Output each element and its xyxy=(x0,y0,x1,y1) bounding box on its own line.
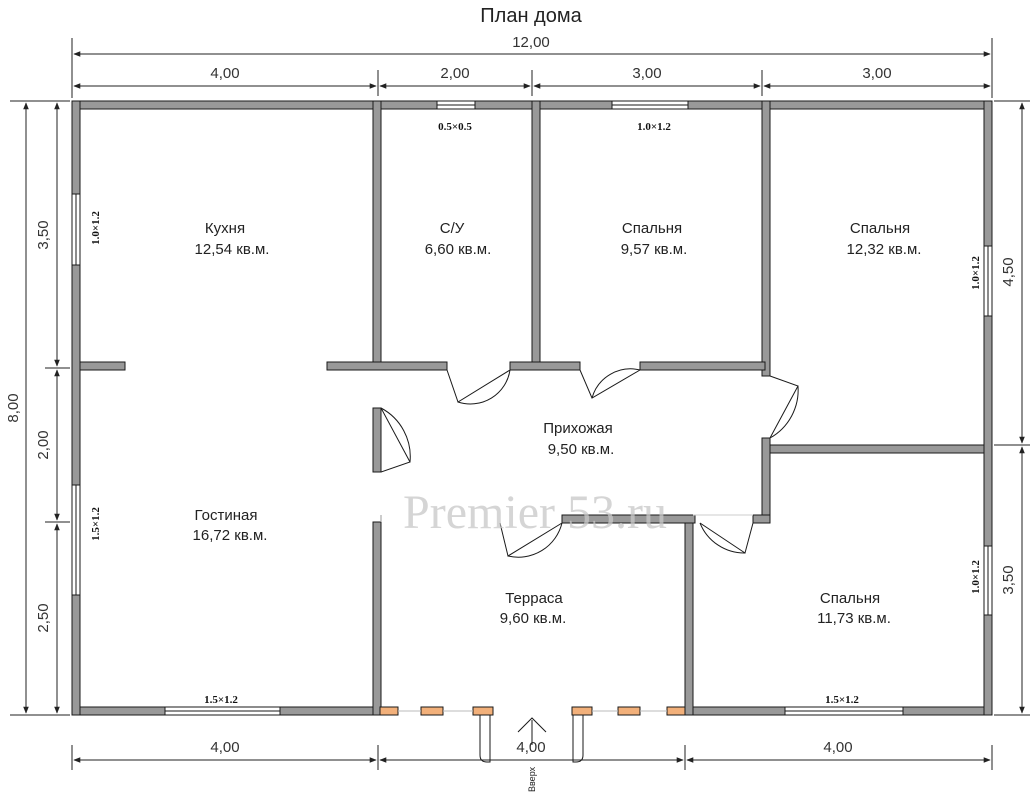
room-area-wc: 6,60 кв.м. xyxy=(425,241,492,258)
window-label-left-living: 1.5×1.2 xyxy=(90,507,102,541)
window-label-right-bedroom-3: 1.0×1.2 xyxy=(970,560,982,594)
dim-left-total: 8,00 xyxy=(5,393,22,422)
walls xyxy=(71,100,993,716)
dim-left-3: 2,50 xyxy=(35,603,52,632)
dim-top-3: 3,00 xyxy=(632,65,661,82)
watermark: Premier 53.ru xyxy=(403,486,667,539)
windows xyxy=(71,100,993,716)
room-name-bedroom-3: Спальня xyxy=(820,590,880,607)
room-name-wc: С/У xyxy=(440,220,465,237)
left-dimensions xyxy=(10,100,70,716)
window-label-bottom-bedroom-3: 1.5×1.2 xyxy=(825,694,859,706)
room-area-bedroom-1: 9,57 кв.м. xyxy=(621,241,688,258)
dim-right-2: 3,50 xyxy=(1000,565,1017,594)
dim-bottom-2: 4,00 xyxy=(516,739,545,756)
room-area-bedroom-2: 12,32 кв.м. xyxy=(847,241,922,258)
bottom-dimensions xyxy=(71,745,993,770)
entrance-stairs xyxy=(479,715,584,763)
room-area-bedroom-3: 11,73 кв.м. xyxy=(817,610,891,627)
room-name-kitchen: Кухня xyxy=(205,220,245,237)
dim-bottom-1: 4,00 xyxy=(210,739,239,756)
room-area-kitchen: 12,54 кв.м. xyxy=(195,241,270,258)
window-label-top-wc: 0.5×0.5 xyxy=(438,121,472,133)
room-name-living: Гостиная xyxy=(195,507,258,524)
dim-right-1: 4,50 xyxy=(1000,257,1017,286)
top-dimensions xyxy=(71,38,993,98)
window-label-right-bedroom-2: 1.0×1.2 xyxy=(970,256,982,290)
dim-left-1: 3,50 xyxy=(35,220,52,249)
room-area-living: 16,72 кв.м. xyxy=(193,527,268,544)
window-label-top-bedroom: 1.0×1.2 xyxy=(637,121,671,133)
dim-bottom-3: 4,00 xyxy=(823,739,852,756)
window-labels: 0.5×0.5 1.0×1.2 1.0×1.2 1.5×1.2 1.5×1.2 … xyxy=(90,121,982,706)
dim-left-2: 2,00 xyxy=(35,430,52,459)
window-label-bottom-living: 1.5×1.2 xyxy=(204,694,238,706)
room-area-terrace: 9,60 кв.м. xyxy=(500,610,567,627)
room-name-bedroom-1: Спальня xyxy=(622,220,682,237)
stairs-label: Вверх xyxy=(527,766,537,792)
terrace-pillars xyxy=(379,706,686,716)
right-dimensions xyxy=(994,100,1030,716)
dim-top-2: 2,00 xyxy=(440,65,469,82)
dim-total-width: 12,00 xyxy=(512,34,550,51)
room-labels: Кухня 12,54 кв.м. С/У 6,60 кв.м. Спальня… xyxy=(193,220,922,627)
room-area-hallway: 9,50 кв.м. xyxy=(548,441,615,458)
room-name-hallway: Прихожая xyxy=(543,420,613,437)
plan-title: План дома xyxy=(480,5,582,27)
room-name-terrace: Терраса xyxy=(505,590,563,607)
dim-top-1: 4,00 xyxy=(210,65,239,82)
window-label-left-kitchen: 1.0×1.2 xyxy=(90,211,102,245)
room-name-bedroom-2: Спальня xyxy=(850,220,910,237)
doors xyxy=(380,368,799,558)
dim-top-4: 3,00 xyxy=(862,65,891,82)
